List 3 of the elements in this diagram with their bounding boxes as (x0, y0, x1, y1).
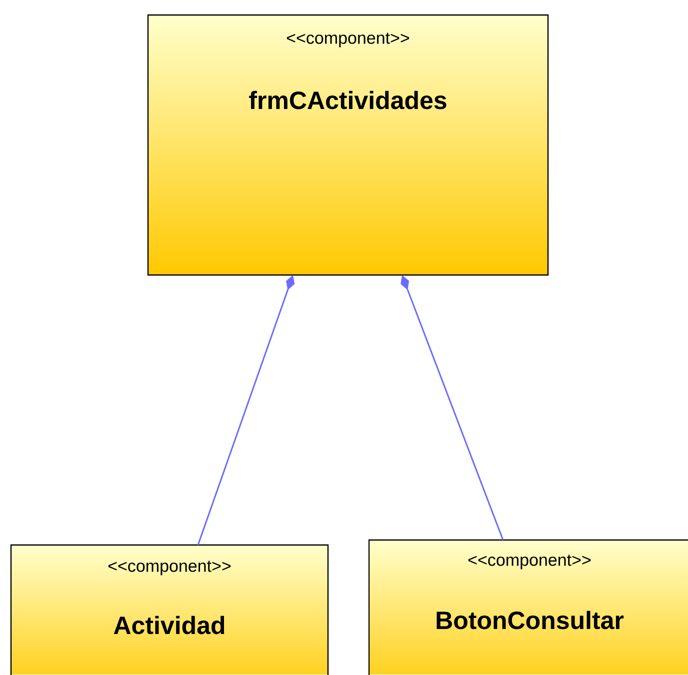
component-box: <<component>> BotonConsultar (368, 539, 688, 675)
component-box: <<component>> frmCActividades (147, 14, 549, 276)
component-box: <<component>> Actividad (10, 544, 329, 675)
